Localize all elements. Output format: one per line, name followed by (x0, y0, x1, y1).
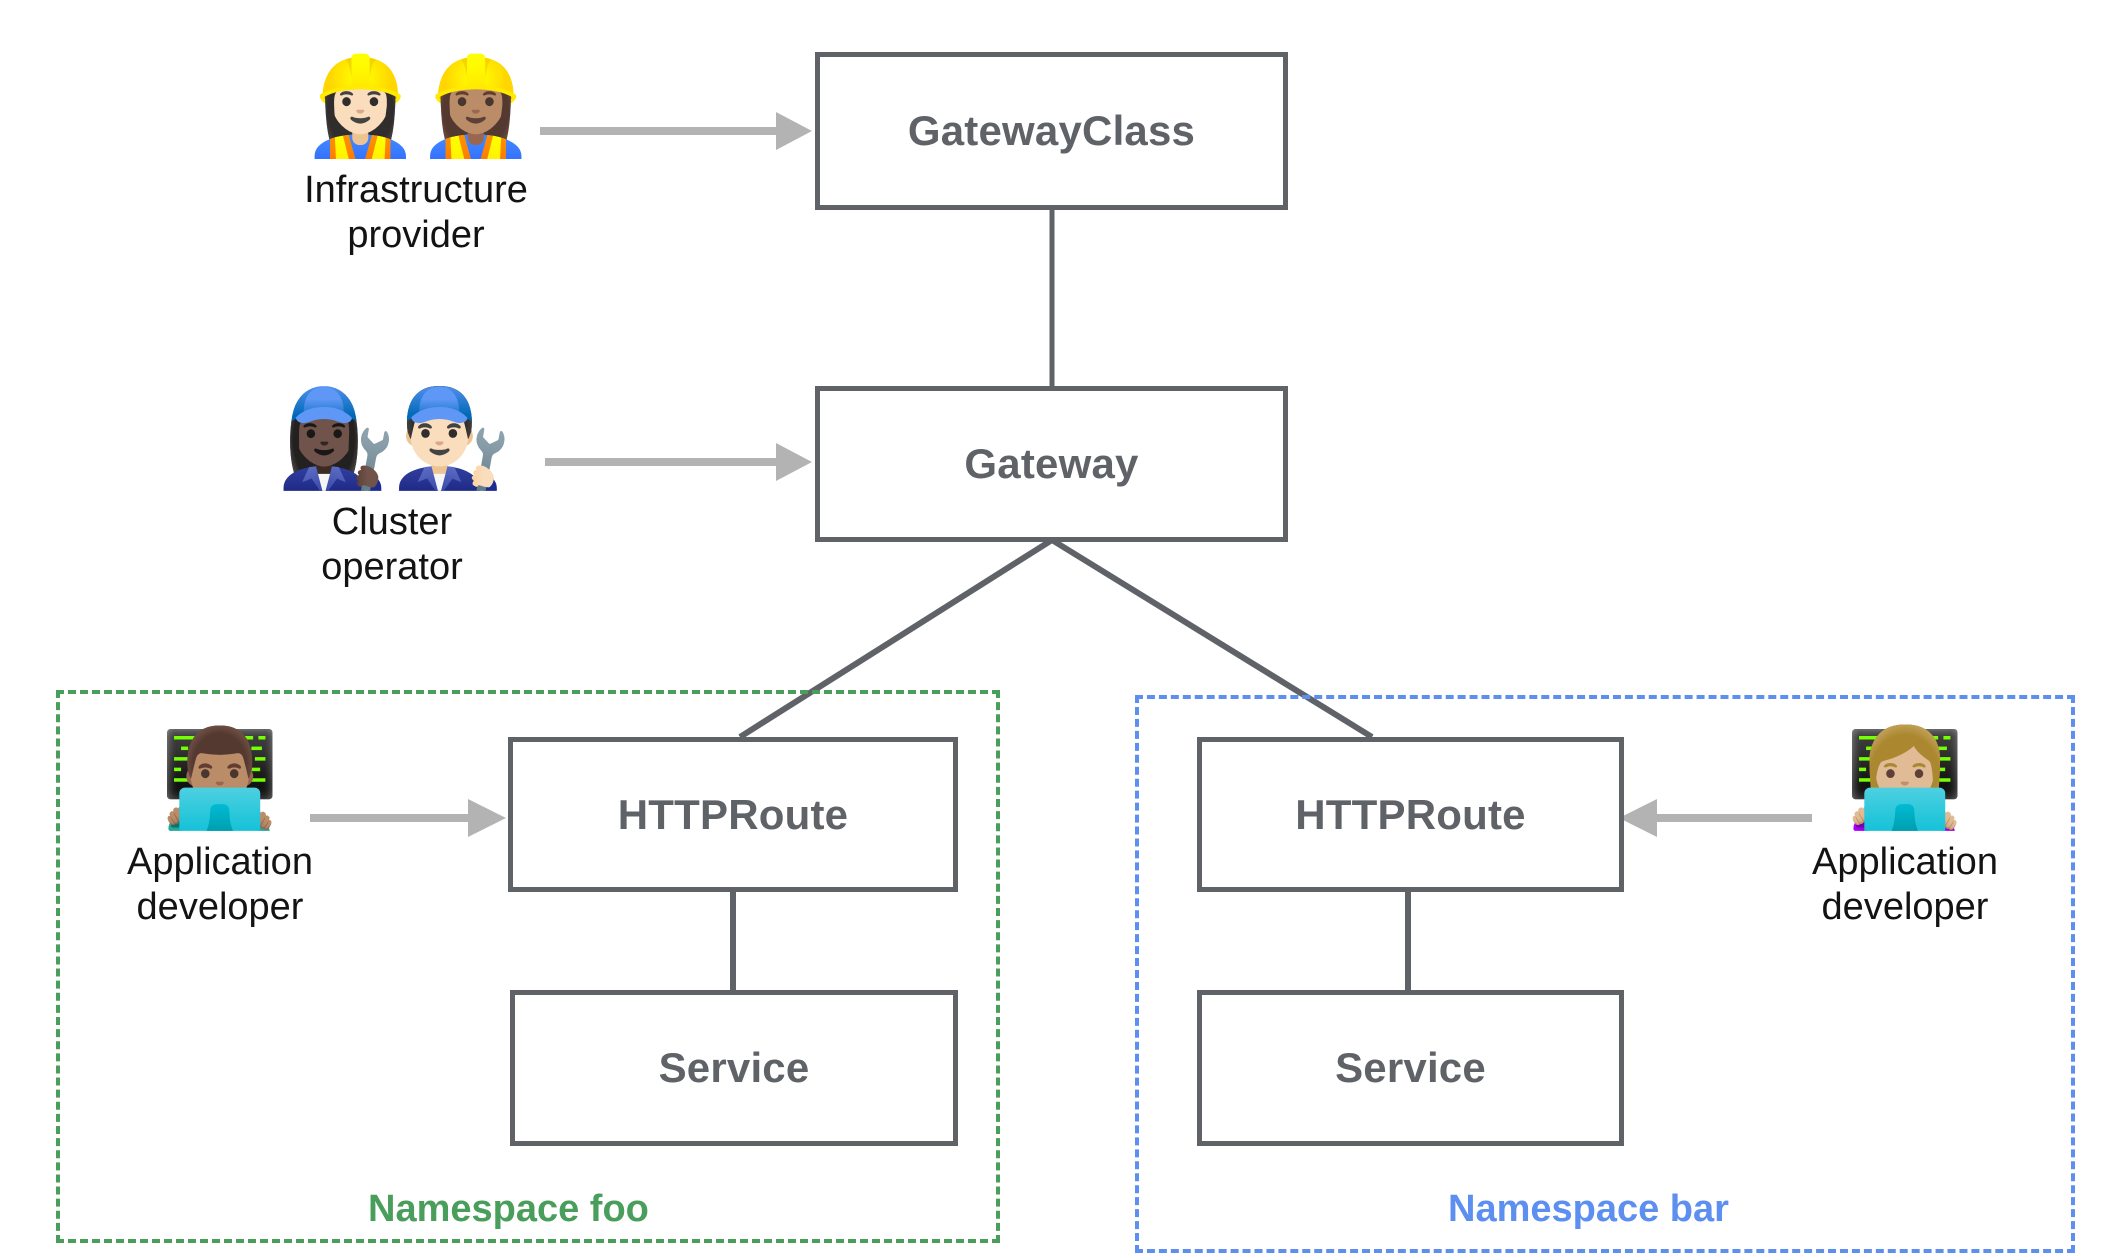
node-gateway[interactable]: Gateway (815, 386, 1288, 542)
persona-cluster-operator: 👩🏿‍🔧👨🏻‍🔧 Cluster operator (222, 390, 562, 590)
node-service-foo-label: Service (658, 1044, 810, 1091)
node-httproute-foo[interactable]: HTTPRoute (508, 737, 958, 892)
technologist-icon: 👨🏽‍💻 (160, 722, 280, 834)
namespace-foo-container (56, 690, 1000, 1243)
node-httproute-bar-label: HTTPRoute (1295, 790, 1526, 838)
arrow-cluster-operator-to-gateway (545, 443, 812, 481)
persona-infrastructure-provider: 👷🏻‍♀️👷🏽‍♀️ Infrastructure provider (246, 58, 586, 258)
node-gatewayclass[interactable]: GatewayClass (815, 52, 1288, 210)
namespace-foo-label: Namespace foo (368, 1188, 649, 1230)
node-gatewayclass-label: GatewayClass (907, 107, 1196, 154)
node-httproute-foo-label: HTTPRoute (617, 790, 849, 838)
persona-app-developer-bar-label-line1: Application (1812, 841, 1998, 883)
namespace-bar-container (1135, 695, 2075, 1253)
persona-app-developer-foo-label: Application developer (127, 840, 313, 930)
persona-app-developer-foo-label-line2: developer (136, 885, 304, 928)
persona-infrastructure-provider-label-line1: Infrastructure (304, 169, 528, 211)
namespace-bar-label: Namespace bar (1448, 1188, 1729, 1230)
node-service-bar-label: Service (1335, 1044, 1486, 1091)
technologist-icon: 👩🏼‍💻 (1845, 722, 1965, 834)
persona-infrastructure-provider-label: Infrastructure provider (304, 168, 528, 258)
persona-app-developer-bar-label-line2: developer (1821, 885, 1989, 928)
persona-cluster-operator-label-line1: Cluster (331, 501, 453, 543)
node-service-foo[interactable]: Service (510, 990, 958, 1146)
persona-app-developer-foo: 👨🏽‍💻 Application developer (50, 730, 390, 930)
node-httproute-bar[interactable]: HTTPRoute (1197, 737, 1624, 892)
construction-worker-icon: 👷🏻‍♀️👷🏽‍♀️ (300, 50, 535, 162)
persona-cluster-operator-label-line2: operator (321, 545, 463, 588)
persona-app-developer-bar-label: Application developer (1812, 840, 1998, 930)
persona-cluster-operator-label: Cluster operator (321, 500, 463, 590)
persona-infrastructure-provider-label-line2: provider (347, 213, 485, 256)
persona-app-developer-foo-label-line1: Application (127, 841, 313, 883)
persona-app-developer-bar: 👩🏼‍💻 Application developer (1735, 730, 2075, 930)
node-gateway-label: Gateway (964, 440, 1139, 487)
mechanic-icon: 👩🏿‍🔧👨🏻‍🔧 (276, 382, 511, 494)
node-service-bar[interactable]: Service (1197, 990, 1624, 1146)
